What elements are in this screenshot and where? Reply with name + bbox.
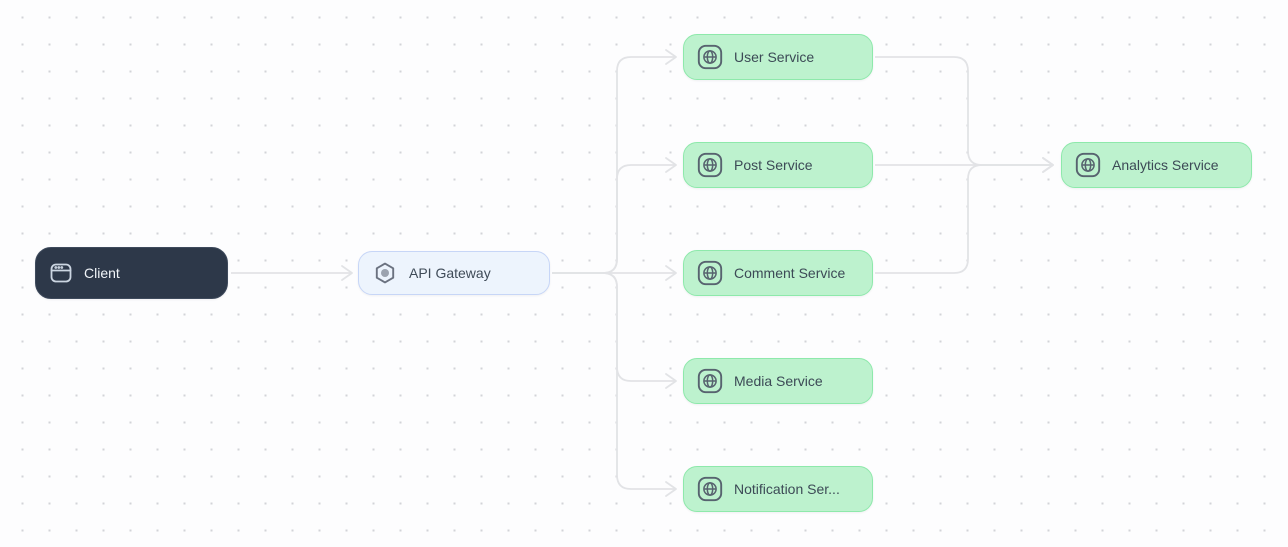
node-label: Notification Ser... <box>734 481 840 497</box>
node-label: Comment Service <box>734 265 846 281</box>
node-media-service[interactable]: Media Service <box>683 358 873 404</box>
globe-app-icon <box>697 152 723 178</box>
edge-api-gateway-notification-service[interactable] <box>552 272 677 497</box>
node-post-service[interactable]: Post Service <box>683 142 873 188</box>
node-analytics-service[interactable]: Analytics Service <box>1061 142 1252 188</box>
node-user-service[interactable]: User Service <box>683 34 873 80</box>
node-label: Media Service <box>734 373 823 389</box>
node-label: Client <box>84 265 120 281</box>
node-label: API Gateway <box>409 265 491 281</box>
edge-api-gateway-post-service[interactable] <box>552 157 677 274</box>
node-api-gateway[interactable]: API Gateway <box>358 251 550 295</box>
globe-app-icon <box>697 44 723 70</box>
globe-app-icon <box>697 260 723 286</box>
node-comment-service[interactable]: Comment Service <box>683 250 873 296</box>
globe-app-icon <box>1075 152 1101 178</box>
hexagon-node-icon <box>372 260 398 286</box>
node-label: Post Service <box>734 157 813 173</box>
edge-comment-service-analytics-service[interactable] <box>875 157 1054 274</box>
node-notification-service[interactable]: Notification Ser... <box>683 466 873 512</box>
node-label: Analytics Service <box>1112 157 1219 173</box>
node-label: User Service <box>734 49 815 65</box>
browser-window-icon <box>49 261 73 285</box>
node-client[interactable]: Client <box>35 247 228 299</box>
edge-user-service-analytics-service[interactable] <box>875 56 1054 173</box>
edge-api-gateway-media-service[interactable] <box>552 272 677 389</box>
globe-app-icon <box>697 368 723 394</box>
globe-app-icon <box>697 476 723 502</box>
